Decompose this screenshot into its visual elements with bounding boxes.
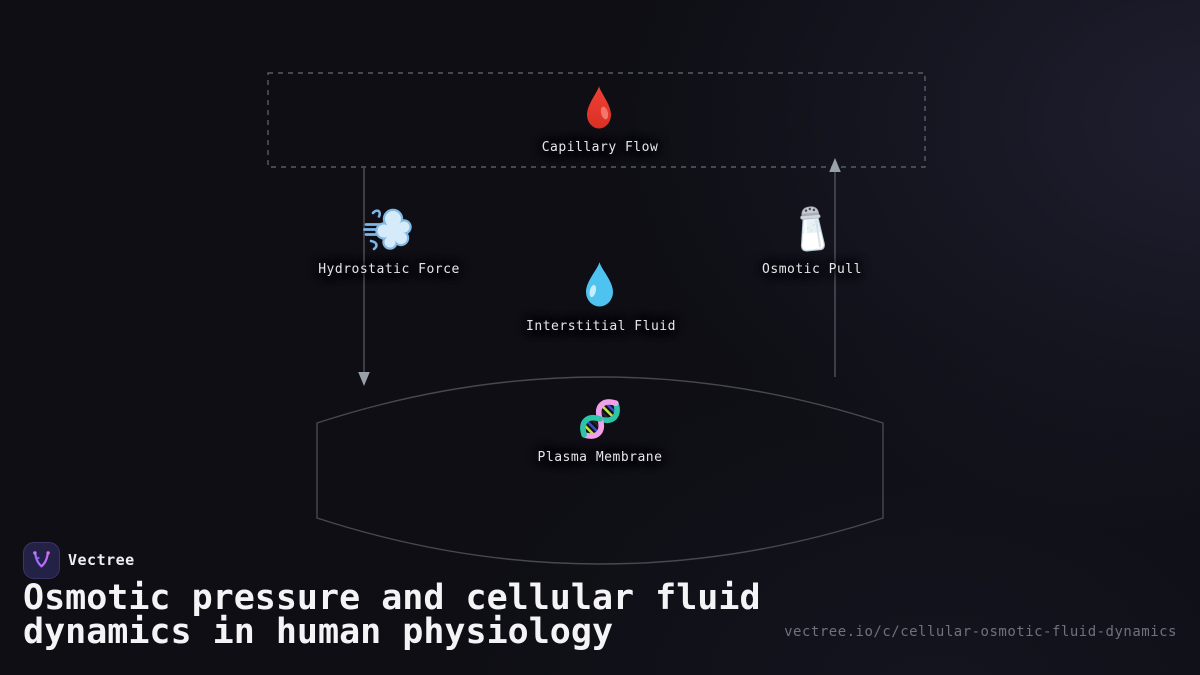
page-title: Osmotic pressure and cellular fluid dyna… bbox=[23, 578, 761, 652]
page-title-line-2: dynamics in human physiology bbox=[23, 611, 614, 652]
osmotic-pull-label: Osmotic Pull bbox=[762, 262, 862, 277]
wind-dash-icon bbox=[363, 208, 412, 251]
salt-shaker-icon bbox=[800, 206, 825, 252]
vectree-logo-icon bbox=[33, 551, 50, 568]
capillary-flow-label: Capillary Flow bbox=[541, 140, 659, 155]
interstitial-fluid-label: Interstitial Fluid bbox=[526, 319, 676, 334]
page-title-line-1: Osmotic pressure and cellular fluid bbox=[23, 578, 761, 618]
capillary-flow-box bbox=[267, 72, 926, 168]
plasma-membrane-lens bbox=[316, 376, 884, 565]
vectree-logo bbox=[23, 542, 60, 579]
footer-url: vectree.io/c/cellular-osmotic-fluid-dyna… bbox=[784, 624, 1177, 640]
brand-name: Vectree bbox=[68, 551, 135, 569]
droplet-icon bbox=[586, 262, 613, 307]
dna-icon bbox=[580, 399, 620, 439]
blood-drop-icon bbox=[587, 86, 611, 129]
hydrostatic-force-label: Hydrostatic Force bbox=[318, 262, 460, 277]
plasma-membrane-label: Plasma Membrane bbox=[537, 450, 663, 465]
